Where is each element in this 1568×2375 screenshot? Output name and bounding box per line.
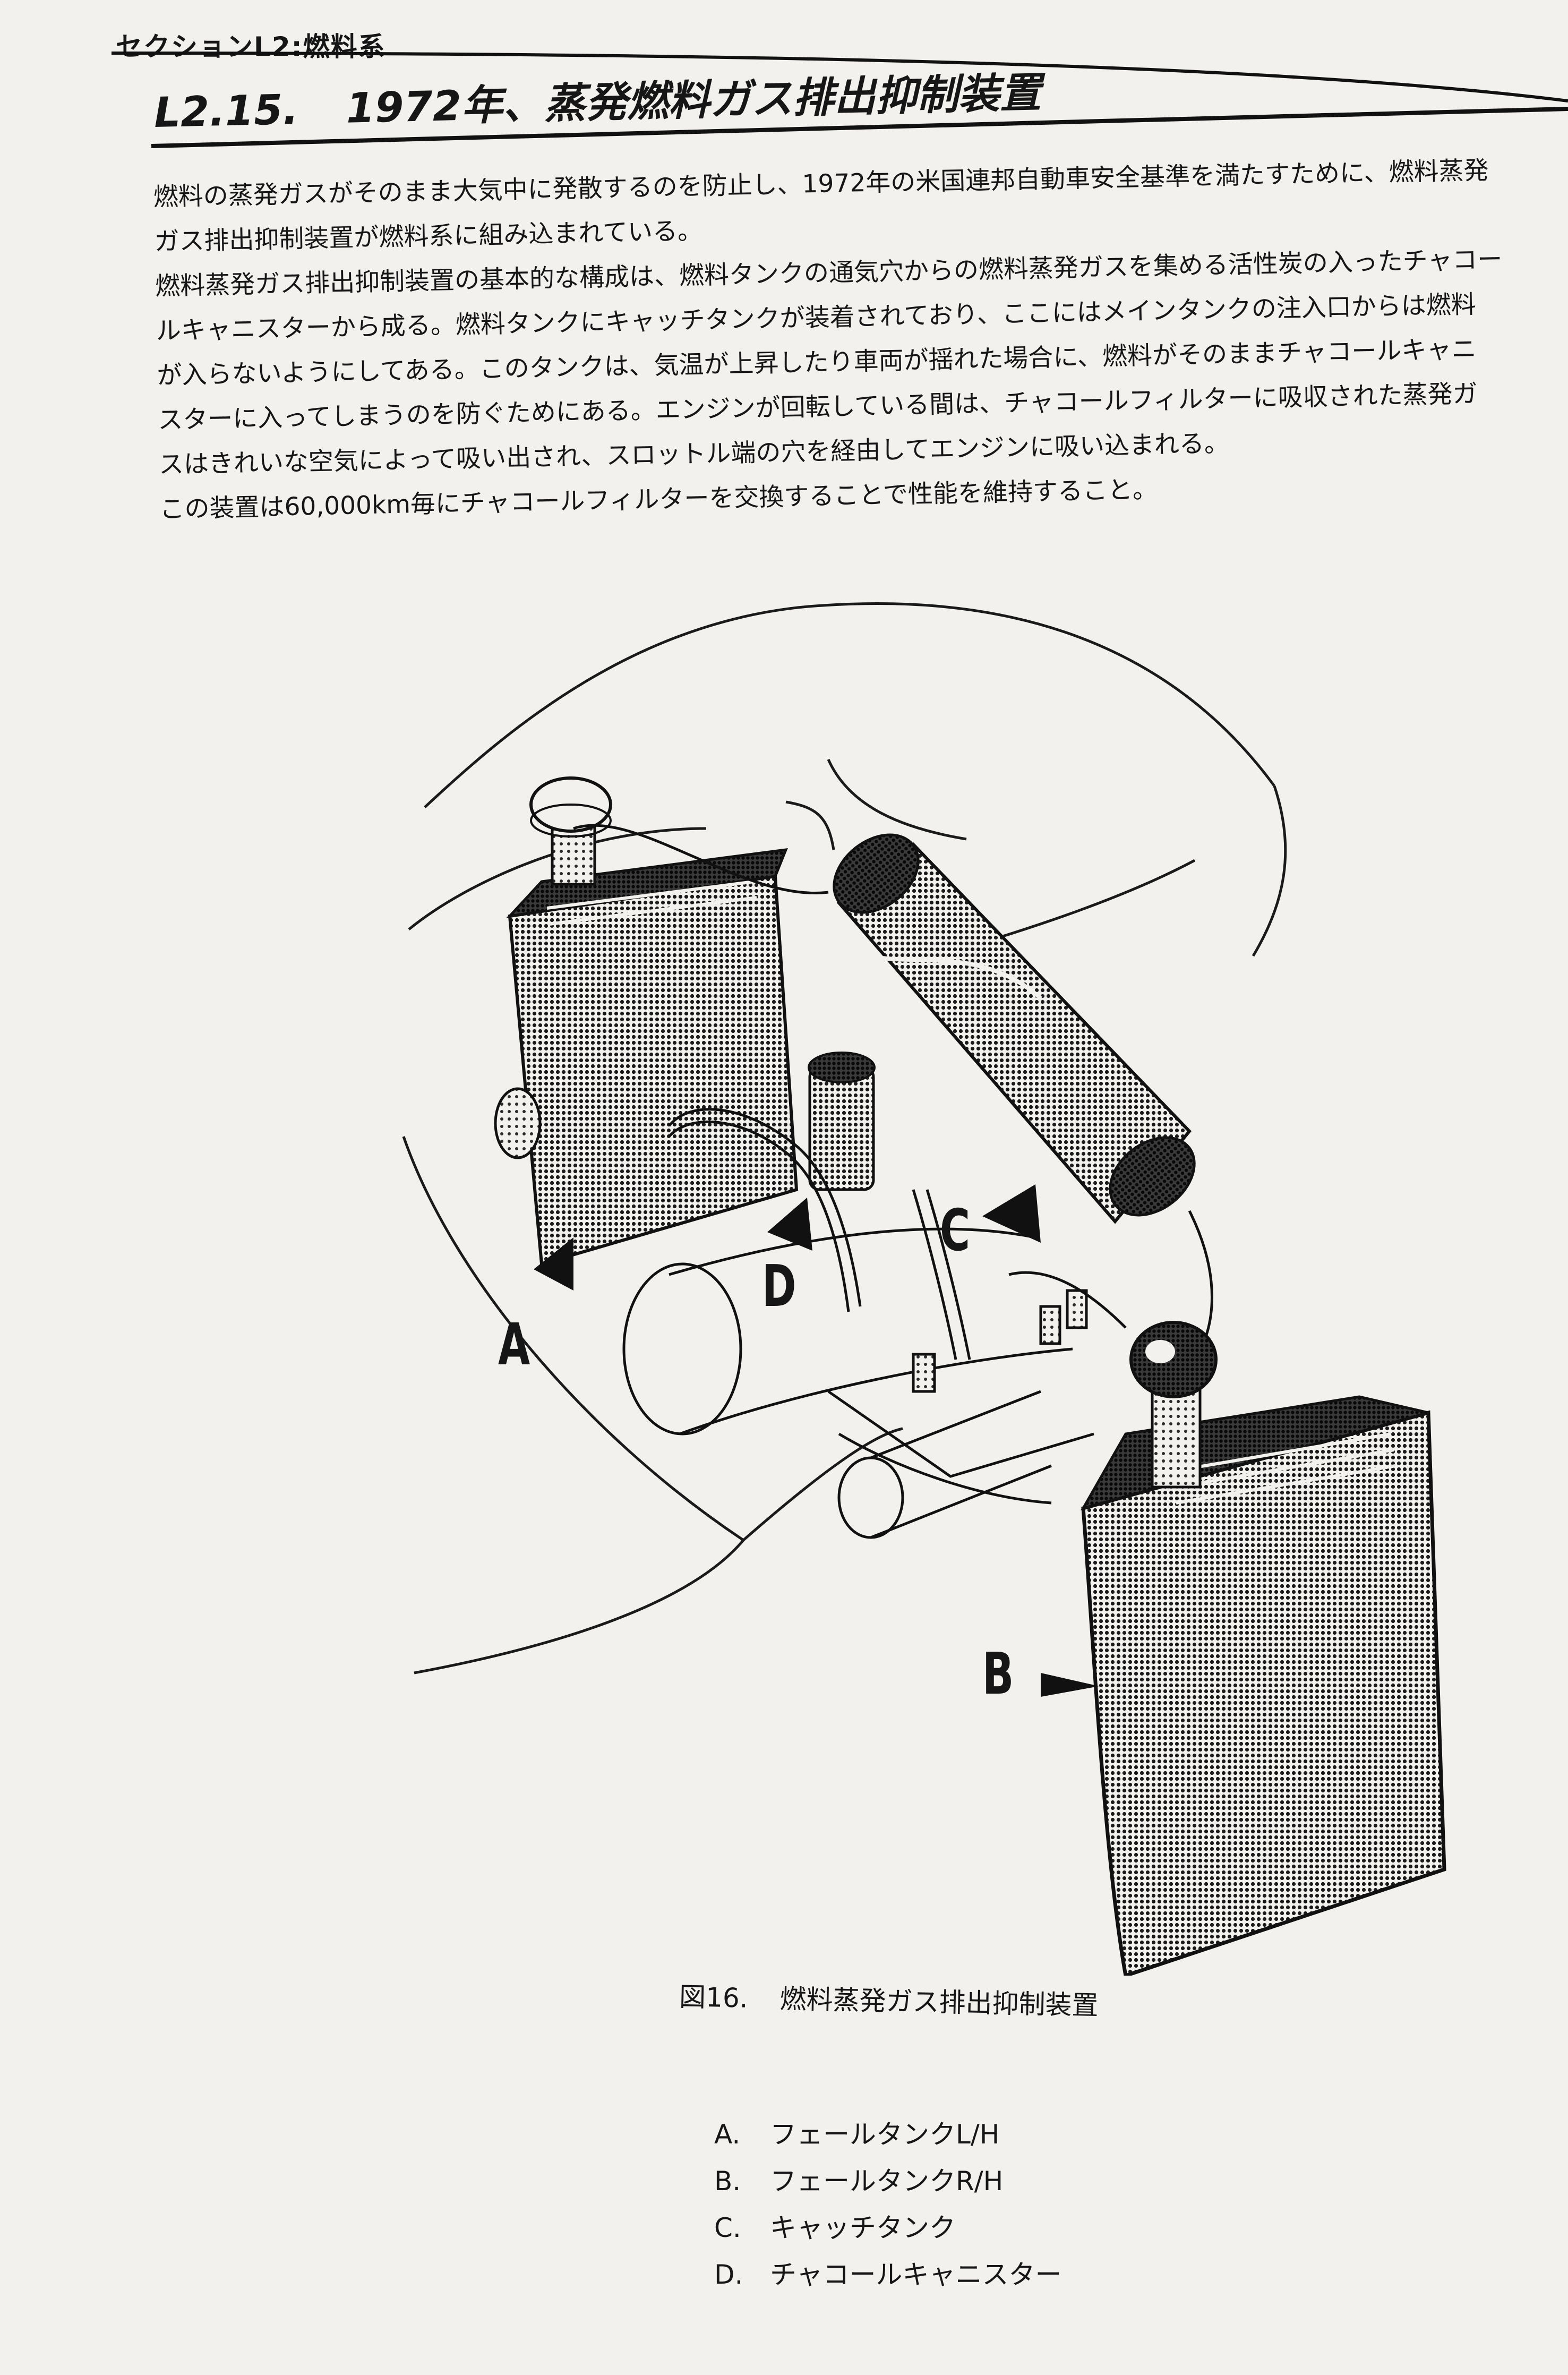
legend-letter: B.	[714, 2166, 741, 2197]
legend-letter: D.	[714, 2259, 743, 2290]
callout-label-b: B	[982, 1641, 1014, 1707]
legend-text: チャコールキャニスター	[770, 2259, 1062, 2290]
callout-label-c: C	[940, 1198, 971, 1264]
figure-number: 図16.	[679, 1981, 749, 2014]
legend-item: A. フェールタンクL/H	[714, 2111, 1062, 2158]
evap-system-illustration	[402, 602, 1446, 1976]
legend-text: キャッチタンク	[770, 2212, 956, 2243]
body-text: 燃料の蒸発ガスがそのまま大気中に発散するのを防止し、1972年の米国連邦自動車安…	[153, 147, 1551, 532]
engine-area	[622, 1227, 1127, 1539]
section-rule	[111, 52, 1568, 148]
legend-letter: C.	[714, 2212, 741, 2243]
legend-item: D. チャコールキャニスター	[714, 2251, 1062, 2298]
callout-label-d: D	[762, 1253, 796, 1320]
fuel-tank-right	[1080, 1321, 1446, 1976]
figure-caption-text: 燃料蒸発ガス排出抑制装置	[779, 1983, 1099, 2021]
callout-label-a: A	[498, 1312, 530, 1378]
section-header: セクションL2:燃料系	[116, 31, 386, 62]
charcoal-canister	[833, 833, 1196, 1224]
callout-arrows	[534, 1184, 1099, 1697]
fuel-tank-left	[494, 776, 799, 1266]
legend-item: C. キャッチタンク	[714, 2205, 1062, 2251]
legend-text: フェールタンクR/H	[770, 2166, 1004, 2197]
legend-text: フェールタンクL/H	[770, 2119, 1000, 2150]
legend-item: B. フェールタンクR/H	[714, 2158, 1062, 2205]
catch-tank	[808, 1052, 876, 1191]
title-number: L2.15.	[153, 86, 299, 137]
figure-legend: A. フェールタンクL/H B. フェールタンクR/H C. キャッチタンク D…	[714, 2111, 1062, 2298]
legend-letter: A.	[714, 2119, 741, 2150]
figure-caption: 図16. 燃料蒸発ガス排出抑制装置	[679, 1976, 1099, 2023]
